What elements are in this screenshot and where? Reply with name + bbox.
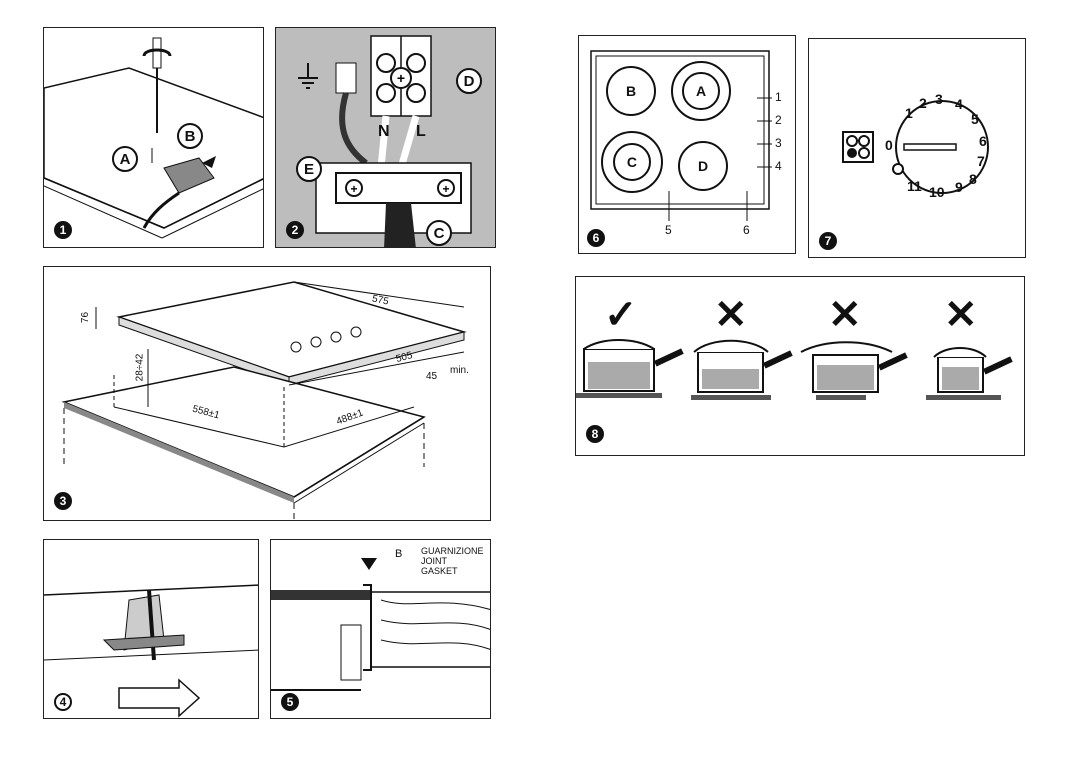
dial-0: 0 [885, 137, 893, 153]
knob-label-2: 2 [775, 113, 782, 127]
zone-d-label: D [697, 158, 709, 174]
dial-4: 4 [955, 96, 963, 112]
cross-mark-icon-2: ✕ [828, 293, 862, 337]
cooking-zone-c: C [601, 131, 663, 193]
svg-text:+: + [442, 182, 449, 196]
knob-label-3: 3 [775, 136, 782, 150]
figure-number-1: 1 [54, 221, 72, 239]
label-e: E [296, 156, 322, 182]
figure-number-7: 7 [819, 232, 837, 250]
figure-2-terminal-block: + + + D E C N L 2 [275, 27, 496, 248]
cooking-zone-b: B [606, 66, 656, 116]
dial-10: 10 [929, 184, 945, 200]
svg-text:+: + [397, 70, 405, 86]
svg-text:+: + [350, 182, 357, 196]
dim-45: 45 [426, 371, 438, 382]
cooking-zone-d: D [678, 141, 728, 191]
zone-c-label: C [626, 153, 638, 170]
zone-a-label: A [695, 83, 707, 99]
figure-number-2: 2 [286, 221, 304, 239]
dim-28-42: 28÷42 [134, 353, 146, 382]
figure-number-5: 5 [281, 693, 299, 711]
dim-min: min. [450, 365, 469, 376]
figure-5-drawing [271, 558, 490, 691]
zone-a-inner-ring: A [682, 72, 720, 110]
dial-5: 5 [971, 111, 979, 127]
figure-7-drawing [842, 100, 989, 194]
dial-1: 1 [905, 105, 913, 121]
figure-number-8: 8 [586, 425, 604, 443]
dial-8: 8 [969, 171, 977, 187]
figure-number-6: 6 [587, 229, 605, 247]
figure-4-drawing [44, 540, 258, 718]
dial-11: 11 [907, 178, 922, 194]
knob-label-1: 1 [775, 90, 782, 104]
dial-7: 7 [977, 153, 985, 169]
label-n: N [378, 123, 390, 140]
label-b: B [177, 123, 203, 149]
gasket-label-en: GASKET [421, 566, 458, 576]
figure-5-gasket-detail: B GUARNIZIONE JOINT GASKET 5 [270, 539, 491, 719]
figure-number-4: 4 [54, 693, 72, 711]
zone-b-label: B [625, 83, 637, 99]
light-label-5: 5 [665, 223, 672, 237]
figure-3-installation-dimensions: 575 505 76 28÷42 558±1 488±1 45 min. 3 [43, 266, 491, 521]
dial-9: 9 [955, 179, 963, 195]
dial-6: 6 [979, 133, 987, 149]
label-d: D [456, 68, 482, 94]
dial-3: 3 [935, 91, 943, 107]
label-c: C [426, 220, 452, 246]
cooking-zone-a: A [671, 61, 731, 121]
dim-76: 76 [80, 311, 92, 324]
figure-1-drawing [44, 37, 263, 239]
cross-mark-icon-1: ✕ [714, 293, 748, 337]
figure-3-drawing [61, 281, 467, 520]
gasket-label-fr: JOINT [421, 556, 447, 566]
check-mark-icon: ✓ [604, 293, 638, 337]
figure-4-bracket-fixing: 4 [43, 539, 259, 719]
label-b-gap: B [395, 548, 403, 560]
zone-c-inner-ring: C [612, 142, 652, 182]
gasket-label-it: GUARNIZIONE [421, 546, 484, 556]
figure-8-drawing [576, 339, 1013, 400]
cross-mark-icon-3: ✕ [944, 293, 978, 337]
figure-6-hob-layout: B A C D 1 2 3 4 5 6 6 [578, 35, 796, 254]
figure-8-cookware-guidance: ✓ ✕ ✕ ✕ 8 [575, 276, 1025, 456]
light-label-6: 6 [743, 223, 750, 237]
knob-label-4: 4 [775, 159, 782, 173]
dial-2: 2 [919, 95, 927, 111]
figure-7-control-dial: 0 1 2 3 4 5 6 7 8 9 10 11 7 [808, 38, 1026, 258]
figure-1-screw-fixing: A B 1 [43, 27, 264, 248]
label-l: L [416, 123, 426, 140]
figure-number-3: 3 [54, 492, 72, 510]
label-a: A [112, 146, 138, 172]
